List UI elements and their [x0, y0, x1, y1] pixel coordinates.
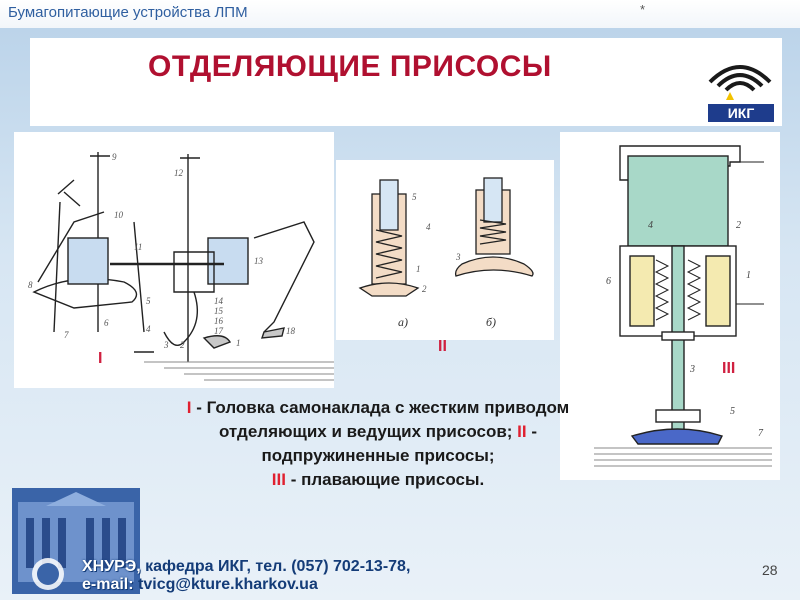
footer-label-email: e-mail:: [82, 576, 134, 593]
svg-text:5: 5: [412, 192, 417, 202]
figure-2-sub-b: б): [486, 315, 496, 329]
figure-2-sub-a: а): [398, 315, 408, 329]
page-number: 28: [762, 562, 778, 578]
caption-roman-1: I: [186, 398, 192, 417]
figure-3-label: III: [722, 360, 736, 377]
svg-text:13: 13: [254, 256, 264, 266]
svg-text:1: 1: [236, 338, 241, 348]
figure-1-drawing: 9 12 10 11 8 7 6 5 4 3 2 13 14 15 16 17 …: [28, 152, 334, 381]
svg-text:4: 4: [426, 222, 431, 232]
footer-contact: ХНУРЭ, кафедра ИКГ, тел. (057) 702-13-78…: [82, 558, 410, 594]
figure-1-label: I: [98, 350, 103, 367]
top-bar: Бумагопитающие устройства ЛПМ *: [0, 0, 800, 28]
svg-text:15: 15: [214, 306, 224, 316]
svg-text:6: 6: [606, 276, 611, 287]
ikg-logo: ИКГ: [708, 65, 774, 122]
svg-text:17: 17: [214, 326, 224, 336]
svg-text:1: 1: [416, 264, 421, 274]
svg-text:3: 3: [689, 364, 695, 375]
svg-text:10: 10: [114, 210, 124, 220]
footer-phone: кафедра ИКГ, тел. (057) 702-13-78,: [140, 558, 411, 575]
svg-text:7: 7: [758, 428, 764, 439]
svg-text:3: 3: [455, 252, 461, 262]
caption-roman-3: III: [271, 470, 286, 489]
caption: I - Головка самонаклада с жестким привод…: [186, 398, 570, 489]
svg-text:2: 2: [422, 284, 427, 294]
figure-2-label: II: [438, 338, 447, 355]
svg-text:1: 1: [746, 270, 751, 281]
logo-text: ИКГ: [728, 105, 755, 121]
svg-text:6: 6: [104, 318, 109, 328]
logo-triangle-icon: [726, 92, 734, 100]
svg-text:7: 7: [64, 330, 69, 340]
footer-email[interactable]: tvicg@kture.kharkov.ua: [133, 576, 318, 593]
footer-label-university: ХНУРЭ,: [82, 558, 141, 575]
caption-roman-2: II: [517, 422, 527, 441]
title-band: [30, 38, 782, 126]
svg-text:16: 16: [214, 316, 224, 326]
svg-text:18: 18: [286, 326, 296, 336]
header-topic: Бумагопитающие устройства ЛПМ: [8, 4, 248, 21]
slide-title: ОТДЕЛЯЮЩИЕ ПРИСОСЫ: [148, 50, 552, 83]
figure-3-drawing: 4 2 6 1 3 5 7: [594, 145, 772, 467]
svg-text:5: 5: [730, 406, 735, 417]
svg-text:11: 11: [134, 242, 142, 252]
svg-text:8: 8: [28, 280, 33, 290]
figure-2-drawing: 5 4 1 2 3 а) б): [358, 177, 534, 329]
svg-text:9: 9: [112, 152, 117, 162]
svg-text:14: 14: [214, 296, 224, 306]
svg-text:2: 2: [736, 220, 741, 231]
svg-text:2: 2: [180, 340, 185, 350]
svg-text:4: 4: [146, 324, 151, 334]
svg-text:5: 5: [146, 296, 151, 306]
svg-text:3: 3: [163, 340, 169, 350]
university-building-image: [12, 488, 140, 594]
header-marker: *: [640, 2, 646, 17]
svg-text:12: 12: [174, 168, 184, 178]
svg-text:4: 4: [648, 220, 653, 231]
